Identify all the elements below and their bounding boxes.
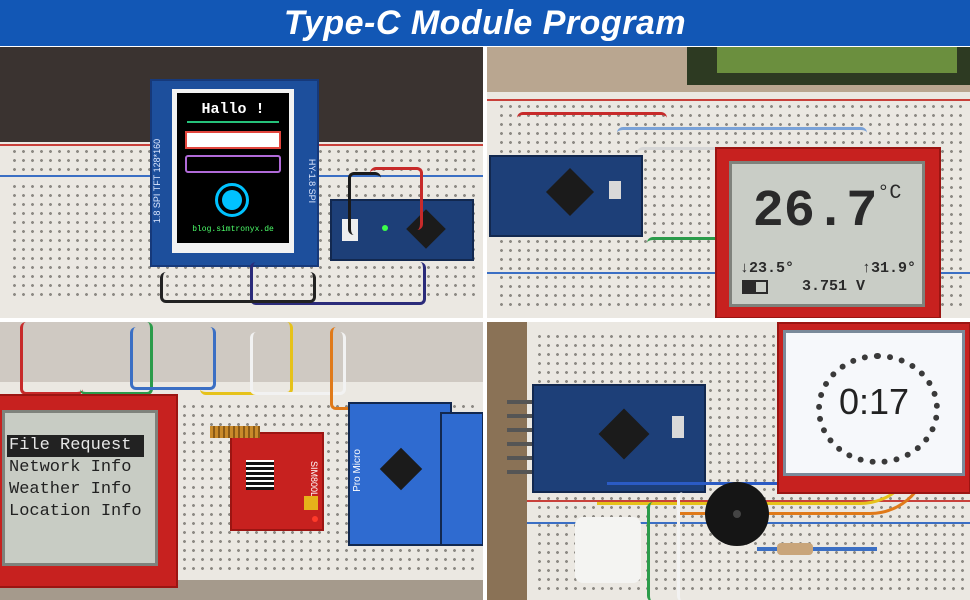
power-rail — [487, 99, 970, 101]
menu-item-file-request[interactable]: File Request — [7, 435, 144, 457]
wire-blue — [130, 327, 216, 390]
title-banner: Type-C Module Program — [0, 0, 970, 46]
battery-icon — [742, 280, 768, 294]
pcb-label-left: 1.8 SPI TFT 128*160 — [152, 138, 163, 224]
pro-micro-board: Pro Micro — [348, 402, 452, 546]
wire-white — [250, 332, 346, 395]
menu-item-network-info[interactable]: Network Info — [9, 458, 132, 477]
menu-item-weather-info[interactable]: Weather Info — [9, 480, 132, 499]
second-board — [440, 412, 483, 546]
antenna-coil — [210, 426, 260, 438]
photo-timer-display: 0:17 — [487, 322, 970, 600]
tft-screen: Hallo ! blog.simtronyx.de — [177, 93, 289, 243]
wire-red — [517, 112, 667, 145]
lcd-module-pcb: 0:17 — [777, 322, 970, 494]
wire-light-blue — [617, 127, 867, 160]
status-led — [382, 225, 388, 231]
wire-orange — [330, 327, 433, 410]
tft-url: blog.simtronyx.de — [192, 225, 274, 234]
capacitor — [304, 496, 318, 510]
wire-green — [647, 502, 690, 600]
photo-tft-display: 1.8 SPI TFT 128*160 HY-1.8 SPI Hallo ! b… — [0, 47, 483, 318]
reset-button — [609, 181, 621, 199]
tft-rounded-box — [185, 155, 281, 173]
photo-temperature-display: 26.7°C ↓23.5° ↑31.9° 3.751 V — [487, 47, 970, 318]
tft-circle-outer — [215, 183, 249, 217]
temperature-unit: °C — [877, 182, 902, 205]
buzzer — [705, 482, 769, 546]
sim800l-label: SIM800L — [309, 460, 319, 498]
lcd-module-pcb: File Request Network Info Weather Info L… — [0, 394, 178, 588]
wire-white — [677, 492, 720, 600]
tft-divider — [187, 121, 279, 123]
arduino-nano — [330, 199, 474, 261]
timer-value: 0:17 — [838, 381, 910, 422]
wire-green — [80, 322, 153, 395]
temperature-value: 26.7 — [752, 182, 878, 241]
qr-code — [246, 460, 274, 490]
pro-micro-label: Pro Micro — [351, 448, 363, 492]
wire-black-2 — [160, 272, 316, 303]
wire-blue — [250, 262, 426, 305]
wire-red — [20, 322, 83, 395]
min-temperature: ↓23.5° — [740, 260, 795, 277]
timer-ring — [816, 353, 940, 465]
arduino-pro-mini — [489, 155, 643, 237]
tft-heading: Hallo ! — [201, 101, 265, 118]
tft-circle-inner — [222, 190, 242, 210]
voltage-value: 3.751 V — [802, 278, 866, 295]
tft-input-box — [185, 131, 281, 149]
wire-red — [370, 167, 423, 230]
lcd-screen: File Request Network Info Weather Info L… — [2, 410, 158, 566]
lcd-module-pcb: 26.7°C ↓23.5° ↑31.9° 3.751 V — [715, 147, 941, 318]
sim800l-module: SIM800L — [210, 426, 324, 531]
power-led — [312, 516, 318, 522]
banner-title: Type-C Module Program — [283, 3, 687, 42]
resistor — [777, 543, 813, 555]
menu-list: File Request Network Info Weather Info L… — [7, 435, 144, 523]
resistor-lead — [757, 547, 877, 551]
tft-pcb: 1.8 SPI TFT 128*160 HY-1.8 SPI Hallo ! b… — [150, 79, 319, 267]
max-temperature: ↑31.9° — [861, 260, 916, 277]
wire-black — [348, 172, 381, 235]
lcd-screen: 0:17 — [783, 330, 965, 476]
wire-green — [647, 237, 727, 250]
background-screen — [717, 47, 957, 73]
microcontroller-chip — [545, 167, 595, 217]
microcontroller-chip — [379, 447, 423, 491]
menu-item-location-info[interactable]: Location Info — [9, 502, 142, 521]
lcd-screen: 26.7°C ↓23.5° ↑31.9° 3.751 V — [729, 161, 925, 307]
header-pins — [507, 394, 532, 474]
push-button-cap — [575, 517, 641, 583]
pcb-label-right: HY-1.8 SPI — [307, 158, 318, 204]
photo-menu-display: File Request Network Info Weather Info L… — [0, 322, 483, 600]
wire-yellow — [200, 322, 293, 395]
